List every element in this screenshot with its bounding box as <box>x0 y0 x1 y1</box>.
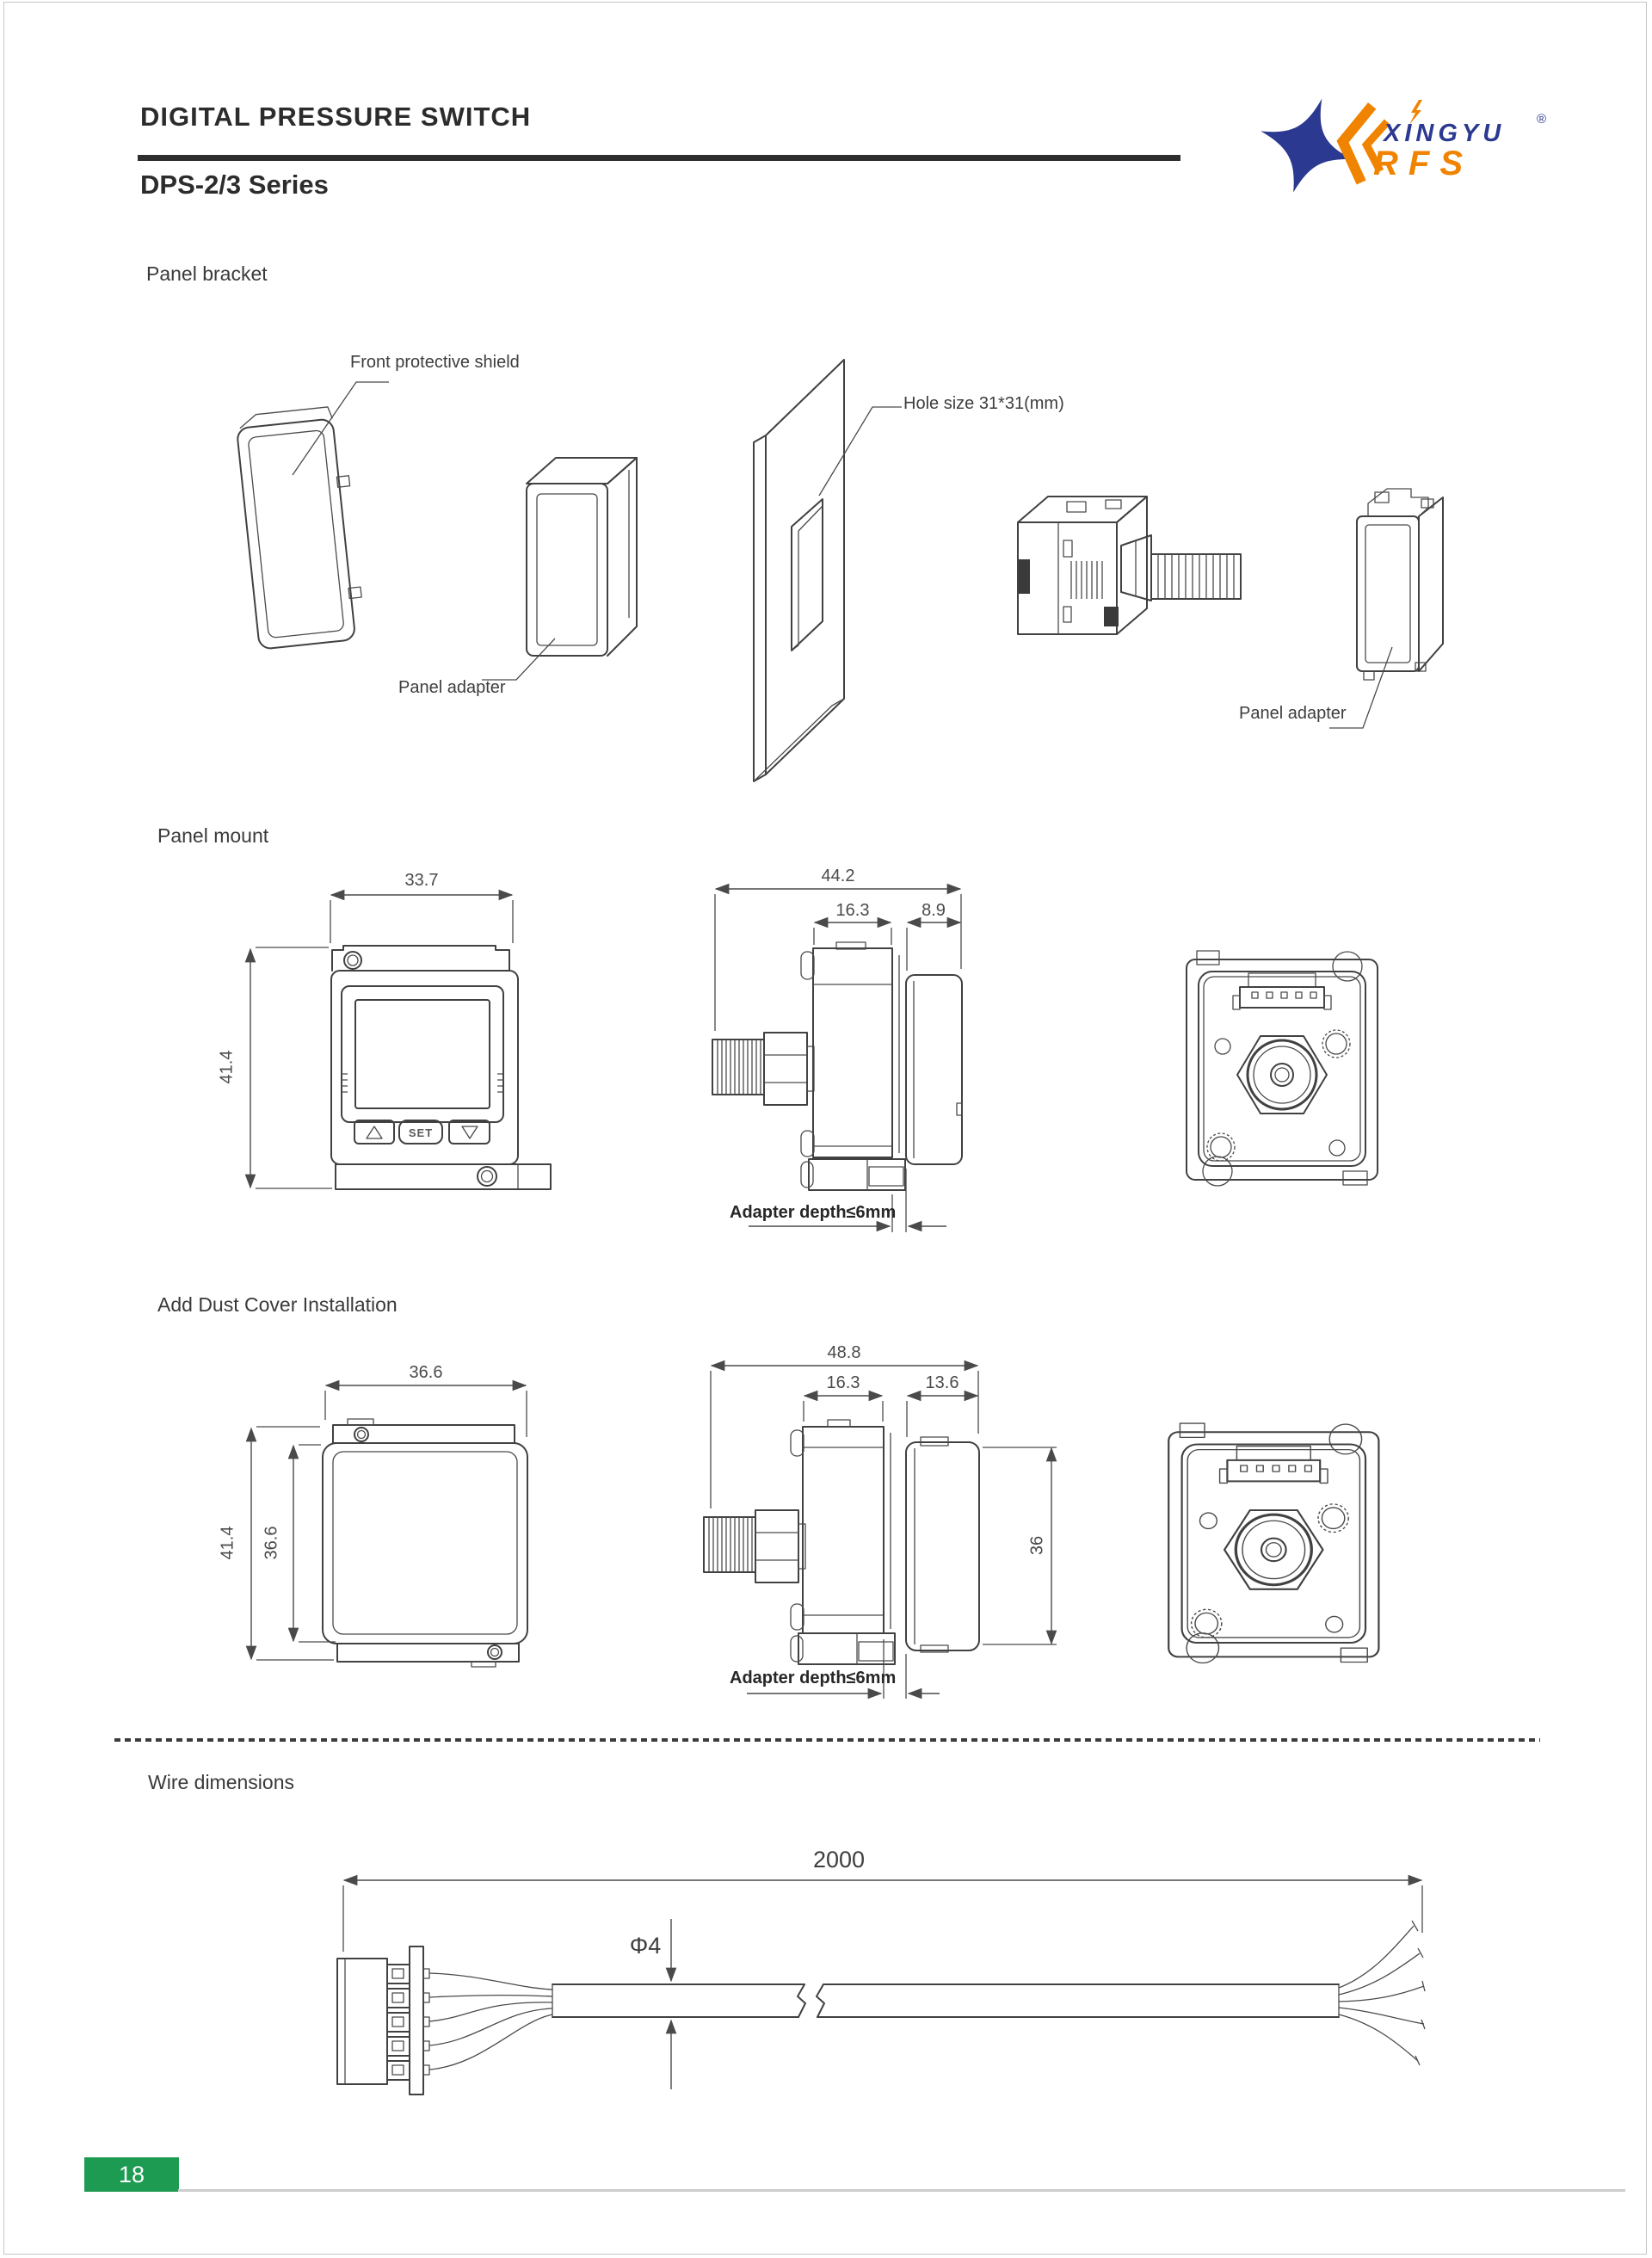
section-heading-panel-bracket: Panel bracket <box>146 262 268 285</box>
dim-wire-length: 2000 <box>812 1847 866 1872</box>
label-hole-size: Hole size 31*31(mm) <box>903 394 1064 413</box>
dim-dust-cover-inner-height: 36.6 <box>262 1526 281 1560</box>
logo-brand-text: XINGYU <box>1384 120 1506 147</box>
leader-panel-adapter-left <box>482 638 556 681</box>
mounting-panel-drawing <box>753 359 845 782</box>
wire-strands-right <box>1338 1920 1426 2066</box>
dust-cover-front-view <box>245 1379 528 1668</box>
page-number-badge: 18 <box>84 2157 179 2192</box>
label-panel-adapter-left: Panel adapter <box>398 678 506 697</box>
note-adapter-depth-panel-mount: Adapter depth≤6mm <box>730 1203 897 1222</box>
dust-cover-diagram <box>245 1360 1381 1700</box>
pressure-switch-drawing <box>1017 496 1242 635</box>
note-adapter-depth-dust-cover: Adapter depth≤6mm <box>730 1669 897 1687</box>
page-border <box>3 2 1647 2255</box>
series-subtitle: DPS-2/3 Series <box>140 170 329 200</box>
dim-panel-mount-total-depth: 44.2 <box>821 867 855 885</box>
panel-mount-front-view <box>244 889 552 1190</box>
wire-diagram <box>336 1874 1426 2095</box>
logo-subbrand-text: RFS <box>1373 145 1473 182</box>
page-number: 18 <box>118 2162 145 2187</box>
section-heading-wire: Wire dimensions <box>148 1771 294 1793</box>
dim-dust-cover-body-depth: 16.3 <box>826 1373 860 1392</box>
dim-dust-cover-width: 36.6 <box>409 1363 443 1382</box>
section-heading-dust-cover: Add Dust Cover Installation <box>157 1293 398 1316</box>
section-heading-panel-mount: Panel mount <box>157 824 269 847</box>
panel-adapter-left-drawing <box>526 457 638 657</box>
logo-star-icon <box>1261 98 1353 193</box>
front-protective-shield-drawing <box>237 406 362 650</box>
wire-connector-drawing <box>336 1946 430 2095</box>
dim-wire-diameter: Φ4 <box>629 1933 662 1959</box>
footer-rule <box>178 2189 1625 2192</box>
panel-mount-diagram <box>244 883 1379 1232</box>
dim-dust-cover-rear-height: 36 <box>1027 1535 1047 1556</box>
label-panel-adapter-right: Panel adapter <box>1239 704 1347 723</box>
set-button-label: SET <box>408 1126 434 1139</box>
panel-mount-side-view <box>712 883 963 1232</box>
panel-adapter-right-drawing <box>1356 488 1444 681</box>
dust-cover-rear-view <box>1167 1422 1381 1665</box>
dust-cover-side-view <box>703 1360 1057 1700</box>
up-arrow-icon <box>366 1126 383 1139</box>
title-rule <box>138 155 1180 161</box>
label-front-protective-shield: Front protective shield <box>350 353 520 372</box>
logo-registered-mark: ® <box>1537 112 1547 126</box>
dim-dust-cover-cover-depth: 13.6 <box>925 1373 959 1392</box>
wire-strands-left <box>428 1972 553 2070</box>
cable-drawing <box>552 1983 1340 2018</box>
dim-panel-mount-height: 41.4 <box>217 1050 237 1084</box>
dim-dust-cover-outer-height: 41.4 <box>218 1526 237 1560</box>
dim-panel-mount-rear-depth: 8.9 <box>922 901 946 920</box>
leader-front-shield <box>292 381 389 476</box>
panel-mount-rear-view <box>1185 949 1379 1188</box>
leader-hole-size <box>818 406 902 497</box>
dim-panel-mount-width: 33.7 <box>404 871 439 890</box>
document-title: DIGITAL PRESSURE SWITCH <box>140 102 532 132</box>
dim-dust-cover-total-depth: 48.8 <box>827 1343 861 1362</box>
down-arrow-icon <box>461 1126 478 1139</box>
dim-panel-mount-body-depth: 16.3 <box>835 901 870 920</box>
